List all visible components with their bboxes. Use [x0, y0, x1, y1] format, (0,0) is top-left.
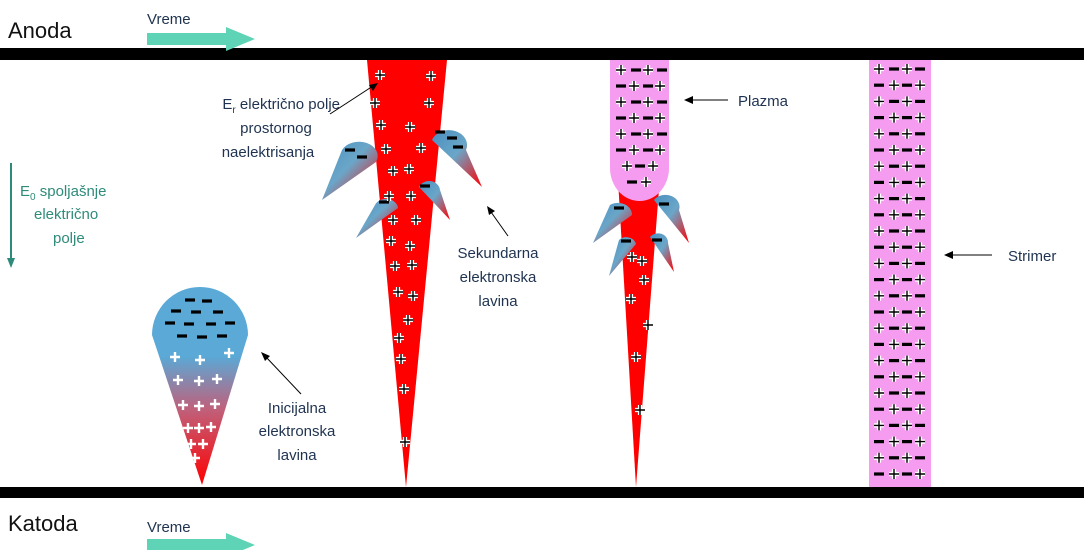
secondary-pointer-arrow-icon — [491, 212, 508, 236]
negative-charge-icon — [902, 408, 912, 411]
negative-charge-icon — [915, 67, 925, 70]
space-charge-label-2: prostornog — [240, 120, 312, 137]
negative-charge-icon — [902, 278, 912, 281]
negative-charge-icon — [874, 84, 884, 87]
negative-charge-icon — [874, 440, 884, 443]
negative-charge-icon — [874, 472, 884, 475]
negative-charge-icon — [915, 456, 925, 459]
initial-pointer-arrow-icon — [266, 357, 301, 394]
negative-charge-icon — [889, 327, 899, 330]
negative-charge-icon — [902, 375, 912, 378]
negative-charge-icon — [874, 181, 884, 184]
plasma-pointer-head-icon — [684, 96, 693, 104]
negative-charge-icon — [874, 343, 884, 346]
negative-charge-icon — [915, 327, 925, 330]
secondary-avalanche-label-3: lavina — [478, 293, 518, 310]
negative-charge-icon — [902, 116, 912, 119]
negative-charge-icon — [902, 84, 912, 87]
plasma-label: Plazma — [738, 93, 789, 110]
initial-avalanche — [152, 287, 248, 485]
negative-charge-icon — [874, 278, 884, 281]
negative-charge-icon — [902, 148, 912, 151]
secondary-avalanche-label-2: elektronska — [460, 269, 537, 286]
negative-charge-icon — [902, 246, 912, 249]
negative-charge-icon — [874, 310, 884, 313]
negative-charge-icon — [915, 197, 925, 200]
negative-charge-icon — [874, 375, 884, 378]
time-arrow-top-icon — [147, 27, 255, 51]
cathode-label: Katoda — [8, 511, 78, 536]
negative-charge-icon — [902, 472, 912, 475]
negative-charge-icon — [889, 262, 899, 265]
external-field-label-2: električno — [34, 206, 98, 223]
negative-charge-icon — [915, 165, 925, 168]
negative-charge-icon — [889, 67, 899, 70]
negative-charge-icon — [889, 391, 899, 394]
external-field-label: E0 spoljašnje — [20, 183, 106, 203]
time-label-bottom: Vreme — [147, 519, 191, 536]
negative-charge-icon — [902, 343, 912, 346]
space-charge-label: Er električno polje — [222, 96, 340, 116]
plasma-channel — [593, 60, 689, 487]
negative-charge-icon — [889, 359, 899, 362]
external-field-label-3: polje — [53, 230, 85, 247]
negative-charge-icon — [902, 310, 912, 313]
negative-charge-icon — [874, 148, 884, 151]
secondary-pointer-head-icon — [487, 206, 495, 215]
space-charge-channel — [322, 60, 482, 487]
negative-charge-icon — [889, 456, 899, 459]
cathode-plate — [0, 487, 1084, 498]
negative-charge-icon — [889, 294, 899, 297]
negative-charge-icon — [902, 213, 912, 216]
negative-charge-icon — [915, 359, 925, 362]
negative-charge-icon — [889, 424, 899, 427]
negative-charge-icon — [874, 116, 884, 119]
anode-label: Anoda — [8, 18, 72, 43]
negative-charge-icon — [915, 294, 925, 297]
negative-charge-icon — [889, 165, 899, 168]
anode-plate — [0, 48, 1084, 60]
field-arrowhead-icon — [7, 258, 15, 268]
negative-charge-icon — [874, 408, 884, 411]
streamer-pointer-head-icon — [944, 251, 953, 259]
negative-charge-icon — [915, 100, 925, 103]
negative-charge-icon — [902, 181, 912, 184]
initial-avalanche-label-3: lavina — [277, 447, 317, 464]
negative-charge-icon — [915, 132, 925, 135]
secondary-avalanche-label: Sekundarna — [458, 245, 540, 262]
negative-charge-icon — [874, 246, 884, 249]
negative-charge-icon — [889, 132, 899, 135]
space-charge-label-3: naelektrisanja — [222, 144, 315, 161]
time-label-top: Vreme — [147, 11, 191, 28]
negative-charge-icon — [915, 262, 925, 265]
negative-charge-icon — [889, 229, 899, 232]
initial-avalanche-label: Inicijalna — [268, 400, 327, 417]
negative-charge-icon — [889, 197, 899, 200]
negative-charge-icon — [902, 440, 912, 443]
negative-charge-icon — [874, 213, 884, 216]
streamer-label: Strimer — [1008, 248, 1056, 265]
negative-charge-icon — [915, 391, 925, 394]
negative-charge-icon — [915, 229, 925, 232]
negative-charge-icon — [889, 100, 899, 103]
negative-charge-icon — [915, 424, 925, 427]
initial-avalanche-label-2: elektronska — [259, 423, 336, 440]
